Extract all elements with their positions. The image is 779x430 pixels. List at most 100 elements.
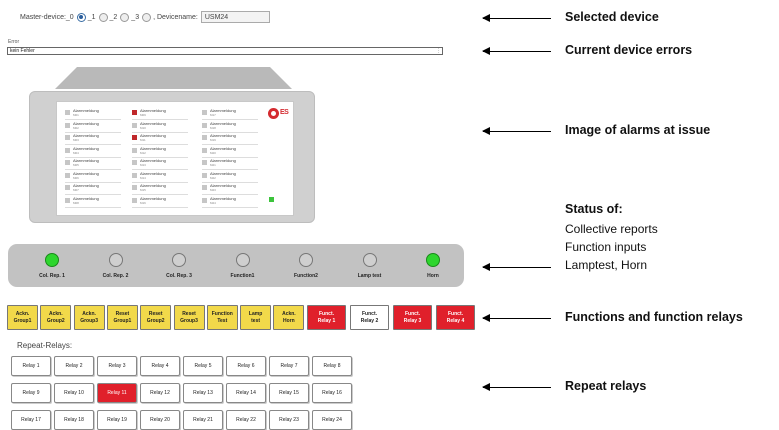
radio-label-0: _0 xyxy=(65,13,74,21)
function-button-line1: Funct. xyxy=(362,311,377,317)
function-button-line2: Relay 3 xyxy=(403,318,422,324)
annotation-alarms-image: Image of alarms at issue xyxy=(565,123,711,137)
annotation-status-line-1: Collective reports xyxy=(565,222,658,236)
function-button[interactable]: Funct.Relay 4 xyxy=(436,305,475,330)
relay-button[interactable]: Relay 12 xyxy=(140,383,180,403)
alarm-subtext: M06 xyxy=(73,175,79,180)
function-button-line2: Relay 4 xyxy=(446,318,465,324)
error-field[interactable]: kein Fehler ⋮ xyxy=(7,47,443,55)
device-roof-shape xyxy=(55,67,292,89)
alarm-indicator xyxy=(132,197,137,203)
status-label: Horn xyxy=(427,273,439,279)
relay-button[interactable]: Relay 10 xyxy=(54,383,94,403)
status-label: Function1 xyxy=(230,273,255,279)
alarm-text: Alarmmeldung xyxy=(140,195,166,201)
relay-button[interactable]: Relay 3 xyxy=(97,356,137,376)
relay-button[interactable]: Relay 15 xyxy=(269,383,309,403)
function-button[interactable]: Funct.Relay 3 xyxy=(393,305,432,330)
annotation-functions: Functions and function relays xyxy=(565,310,743,324)
function-button[interactable]: Ackn.Group1 xyxy=(7,305,38,330)
device-radio-3[interactable] xyxy=(142,12,152,22)
devicename-field[interactable]: USM24 xyxy=(200,11,270,23)
function-button[interactable]: Funct.Relay 2 xyxy=(350,305,389,330)
function-button-line1: Lamp xyxy=(248,311,263,317)
relay-button[interactable]: Relay 14 xyxy=(226,383,266,403)
function-button[interactable]: Ackn.Horn xyxy=(273,305,305,330)
alarm-indicator xyxy=(132,122,137,128)
alarm-subtext: M19 xyxy=(210,138,216,142)
relay-button[interactable]: Relay 18 xyxy=(54,410,94,430)
function-button-line1: Reset xyxy=(115,311,130,317)
function-button-line1: Ackn. xyxy=(82,311,96,317)
relay-button[interactable]: Relay 19 xyxy=(97,410,137,430)
alarm-text: Alarmmeldung xyxy=(210,170,236,176)
relay-button[interactable]: Relay 2 xyxy=(54,356,94,376)
alarm-subtext: M08 xyxy=(73,200,79,205)
relay-button[interactable]: Relay 20 xyxy=(140,410,180,430)
relay-button[interactable]: Relay 7 xyxy=(269,356,309,376)
relay-button[interactable]: Relay 24 xyxy=(312,410,352,430)
alarm-subtext: M09 xyxy=(140,113,146,117)
relay-button[interactable]: Relay 1 xyxy=(11,356,51,376)
relay-button[interactable]: Relay 23 xyxy=(269,410,309,430)
relay-button[interactable]: Relay 17 xyxy=(11,410,51,430)
alarm-text: Alarmmeldung xyxy=(140,183,166,188)
arrow-repeat-relays xyxy=(482,383,551,391)
status-led-icon xyxy=(45,253,59,267)
relay-button[interactable]: Relay 11 xyxy=(97,383,137,403)
function-button[interactable]: Ackn.Group2 xyxy=(40,305,72,330)
alarm-indicator xyxy=(65,110,70,115)
device-selector-row: Master-device: _0 _1 _2 _3 , Devicename:… xyxy=(20,11,270,23)
alarm-indicator xyxy=(202,172,207,178)
relay-button[interactable]: Relay 9 xyxy=(11,383,51,403)
function-button-line2: Relay 1 xyxy=(317,318,336,324)
function-button[interactable]: Funct.Relay 1 xyxy=(307,305,346,330)
relay-button[interactable]: Relay 16 xyxy=(312,383,352,403)
alarm-indicator xyxy=(65,135,70,140)
alarm-indicator xyxy=(202,122,207,128)
function-button-line2: test xyxy=(251,318,261,324)
function-button-line2: Group1 xyxy=(113,318,132,324)
alarm-subtext: M22 xyxy=(210,175,216,180)
device-radio-1[interactable] xyxy=(98,12,108,22)
alarm-text: Alarmmeldung xyxy=(140,170,166,176)
relay-button[interactable]: Relay 21 xyxy=(183,410,223,430)
relay-button[interactable]: Relay 6 xyxy=(226,356,266,376)
relay-button[interactable]: Relay 4 xyxy=(140,356,180,376)
alarm-indicator xyxy=(202,197,207,203)
annotation-selected-device: Selected device xyxy=(565,10,659,24)
alarm-subtext: M15 xyxy=(140,188,146,192)
function-button[interactable]: Ackn.Group3 xyxy=(73,305,105,330)
device-radio-2[interactable] xyxy=(120,12,130,22)
relay-button[interactable]: Relay 22 xyxy=(226,410,266,430)
alarm-subtext: M21 xyxy=(210,163,216,167)
alarm-indicator xyxy=(202,147,207,153)
relay-button[interactable]: Relay 13 xyxy=(183,383,223,403)
device-radio-0[interactable] xyxy=(76,12,86,22)
alarm-indicator xyxy=(65,185,70,190)
relay-button[interactable]: Relay 8 xyxy=(312,356,352,376)
scroll-handle-icon[interactable]: ⋮ xyxy=(436,48,441,54)
alarm-subtext: M18 xyxy=(210,125,216,130)
alarm-indicator xyxy=(132,110,137,115)
error-label: Error xyxy=(8,39,20,45)
relay-button[interactable]: Relay 5 xyxy=(183,356,223,376)
alarm-text: Alarmmeldung xyxy=(73,183,99,188)
status-indicator: Horn xyxy=(403,253,463,279)
arrow-status xyxy=(482,263,551,271)
